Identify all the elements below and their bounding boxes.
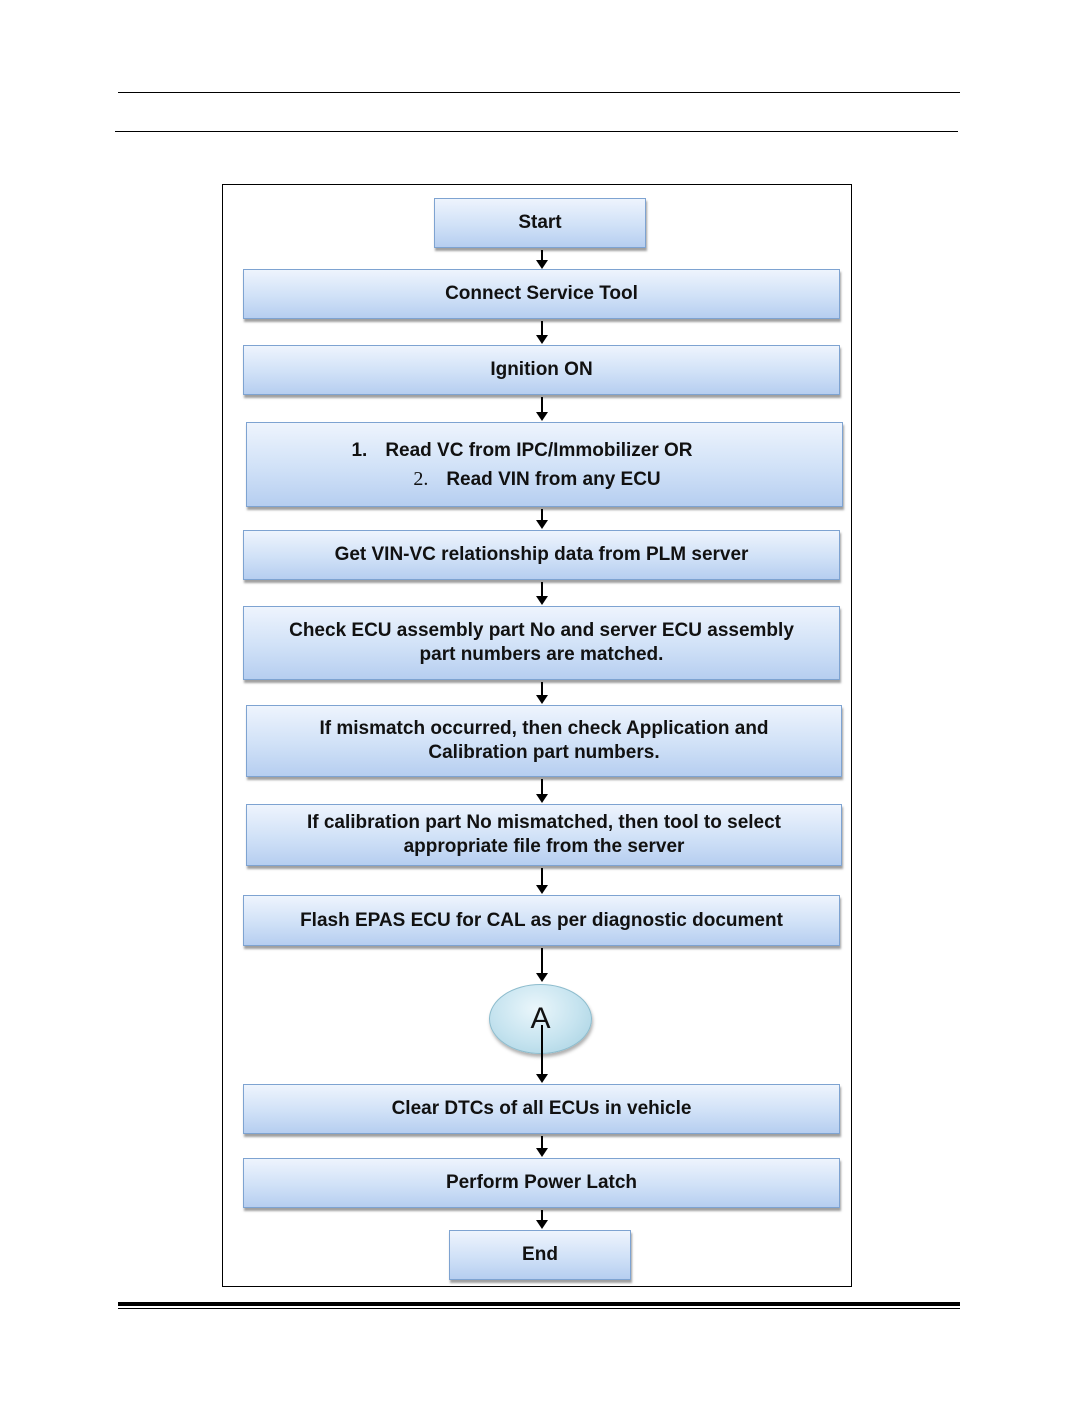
check-ecu-line-2: part numbers are matched. — [419, 644, 664, 665]
flash-epas-box: Flash EPAS ECU for CAL as per diagnostic… — [243, 895, 840, 946]
clear-dtcs-label: Clear DTCs of all ECUs in vehicle — [391, 1098, 692, 1119]
arrow — [536, 682, 548, 704]
ignition-on-box: Ignition ON — [243, 345, 840, 395]
mismatch-check-line-2: Calibration part numbers. — [428, 742, 660, 763]
connector-label: A — [530, 1002, 551, 1035]
check-ecu-box: Check ECU assembly part No and server EC… — [243, 606, 840, 680]
power-latch-label: Perform Power Latch — [445, 1172, 638, 1193]
item-1-text: Read VC from IPC/Immobilizer OR — [385, 439, 693, 461]
calibration-select-line-2: appropriate file from the server — [403, 836, 685, 857]
start-label: Start — [518, 212, 562, 233]
start-box: Start — [434, 198, 646, 248]
item-1-number: 1. — [351, 439, 368, 461]
ignition-on-label: Ignition ON — [490, 359, 593, 380]
item-2-text: Read VIN from any ECU — [446, 468, 661, 490]
off-page-connector-a: A — [489, 984, 592, 1054]
arrow — [536, 948, 548, 982]
arrow — [536, 1210, 548, 1229]
arrow — [536, 1025, 548, 1083]
check-ecu-line-1: Check ECU assembly part No and server EC… — [289, 620, 794, 641]
end-box: End — [449, 1230, 631, 1280]
power-latch-box: Perform Power Latch — [243, 1158, 840, 1208]
arrow — [536, 509, 548, 529]
end-label: End — [522, 1244, 558, 1265]
get-relationship-box: Get VIN-VC relationship data from PLM se… — [243, 530, 840, 580]
clear-dtcs-box: Clear DTCs of all ECUs in vehicle — [243, 1084, 840, 1134]
arrow — [536, 397, 548, 421]
header-rule-bottom — [115, 131, 958, 132]
connect-tool-label: Connect Service Tool — [445, 283, 638, 304]
arrow — [536, 1136, 548, 1157]
arrow — [536, 779, 548, 803]
read-step-item-2: 2. Read VIN from any ECU — [413, 465, 660, 494]
footer-rule-thin — [118, 1308, 960, 1309]
calibration-select-line-1: If calibration part No mismatched, then … — [306, 812, 782, 833]
item-2-number: 2. — [413, 467, 429, 490]
flash-epas-label: Flash EPAS ECU for CAL as per diagnostic… — [300, 909, 783, 931]
connect-tool-box: Connect Service Tool — [243, 269, 840, 319]
arrow — [536, 250, 548, 269]
read-vc-vin-box: 1. Read VC from IPC/Immobilizer OR 2. Re… — [246, 422, 843, 507]
mismatch-check-line-1: If mismatch occurred, then check Applica… — [319, 718, 769, 739]
calibration-select-box: If calibration part No mismatched, then … — [246, 804, 842, 866]
mismatch-check-box: If mismatch occurred, then check Applica… — [246, 705, 842, 777]
arrow — [536, 582, 548, 605]
read-step-item-1: 1. Read VC from IPC/Immobilizer OR — [351, 436, 692, 465]
header-rule-top — [118, 92, 960, 93]
get-relationship-label: Get VIN-VC relationship data from PLM se… — [334, 544, 749, 565]
arrow — [536, 321, 548, 344]
arrow — [536, 868, 548, 894]
footer-rule-thick — [118, 1302, 960, 1306]
